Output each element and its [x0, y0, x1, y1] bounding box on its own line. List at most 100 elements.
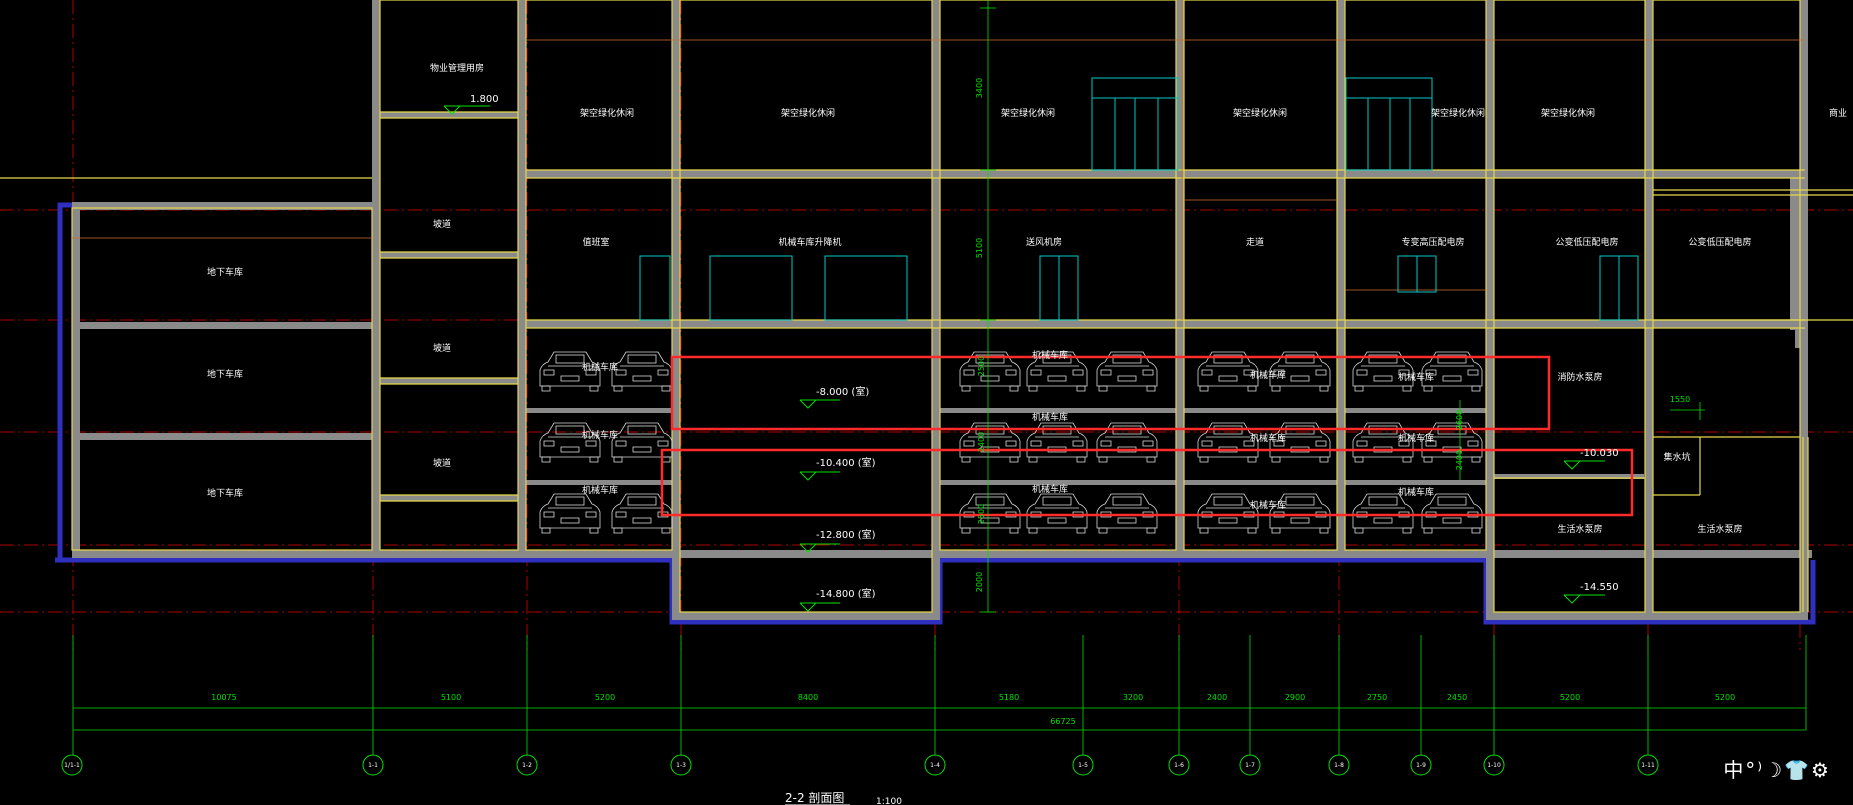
room-label: 送风机房: [1026, 236, 1062, 248]
room-label: 机械车库: [1250, 432, 1286, 444]
dimension-label: 5100: [441, 693, 461, 702]
room-label: 机械车库: [1032, 483, 1068, 495]
dimension-label: 5200: [595, 693, 615, 702]
room-label: 机械车库: [1032, 349, 1068, 361]
elevation-label: -10.030: [1580, 448, 1619, 459]
grid-id-label: 1/1-1: [64, 762, 80, 769]
overall-dimension: 66725: [1050, 717, 1075, 726]
grid-bubble: [1239, 754, 1261, 776]
dimension-label: 2750: [1367, 693, 1387, 702]
room-label: 生活水泵房: [1557, 523, 1602, 535]
grid-bubble: [362, 754, 384, 776]
grid-bubble: [61, 754, 83, 776]
room-label: 地下车库: [207, 266, 243, 278]
structure-fill: [72, 0, 1812, 620]
room-label: 公变低压配电房: [1688, 236, 1751, 248]
vertical-dimension-lines: [980, 0, 1705, 613]
grid-id-label: 1-8: [1334, 762, 1344, 769]
vertical-dimension-label: 2500: [977, 356, 986, 376]
grid-id-label: 1-4: [930, 762, 940, 769]
room-label: 商业: [1829, 107, 1847, 119]
dimension-label: 5200: [1715, 693, 1735, 702]
elevation-label: -14.800 (室): [816, 587, 876, 600]
grid-id-label: 1-2: [522, 762, 532, 769]
room-label: 架空绿化休闲: [781, 107, 835, 119]
grid-id-label: 1-9: [1416, 762, 1426, 769]
ime-status-text[interactable]: 中°⁾☽👕⚙: [1723, 758, 1831, 782]
room-label: 机械车库: [582, 361, 618, 373]
room-label: 机械车库升降机: [778, 236, 841, 248]
drawing-scale: 1:100: [876, 797, 902, 805]
ceiling-lines: [72, 0, 1805, 320]
room-label: 机械车库: [1398, 432, 1434, 444]
room-label: 架空绿化休闲: [1233, 107, 1287, 119]
room-label: 走道: [1246, 236, 1264, 248]
drawing-title: 2-2 剖面图: [785, 791, 844, 805]
grid-bubble: [670, 754, 692, 776]
car-outline: [1026, 493, 1088, 534]
dimension-label: 2900: [1285, 693, 1305, 702]
car-outline: [539, 351, 601, 392]
room-label: 机械车库: [582, 429, 618, 441]
car-outline: [611, 493, 673, 534]
dimension-label: 2450: [1447, 693, 1467, 702]
wall-outlines: [0, 0, 1853, 613]
room-label: 值班室: [582, 236, 609, 248]
room-label: 机械车库: [1032, 411, 1068, 423]
car-outline: [1421, 351, 1483, 392]
room-label: 地下车库: [207, 487, 243, 499]
vertical-dimension-label: 2000: [975, 572, 984, 592]
vertical-dimension-label: 2400: [977, 432, 986, 452]
car-outline: [1096, 351, 1158, 392]
grid-id-label: 1-10: [1487, 762, 1501, 769]
elevation-label: -8.000 (室): [816, 385, 869, 398]
dimension-labels: 10075 5100 5200 8400 5180 3200 2400 2900 2750 245…: [211, 395, 1735, 702]
room-label: 架空绿化休闲: [1541, 107, 1595, 119]
vertical-dimension-label: 2400: [1455, 450, 1464, 470]
room-label: 生活水泵房: [1697, 523, 1742, 535]
grid-id-label: 1-7: [1245, 762, 1255, 769]
dimension-label: 1550: [1670, 395, 1690, 404]
vertical-dimension-label: 2600: [1455, 410, 1464, 430]
grid-id-label: 1-11: [1641, 762, 1655, 769]
room-label: 架空绿化休闲: [1431, 107, 1485, 119]
grid-id-label: 1-1: [368, 762, 378, 769]
grid-id-label: 1-6: [1174, 762, 1184, 769]
dimension-label: 8400: [798, 693, 818, 702]
car-outline: [959, 351, 1021, 392]
room-label: 消防水泵房: [1557, 371, 1602, 383]
room-label: 地下车库: [207, 368, 243, 380]
ime-status-bar[interactable]: 中°⁾☽👕⚙: [1723, 754, 1831, 783]
room-label: 集水坑: [1663, 451, 1690, 463]
grid-bubble: [516, 754, 538, 776]
car-outline: [1421, 422, 1483, 463]
room-label: 机械车库: [1398, 371, 1434, 383]
dimension-label: 3200: [1123, 693, 1143, 702]
highlight-box-lower[interactable]: [660, 448, 1634, 517]
grid-bubble: [924, 754, 946, 776]
highlight-boxes[interactable]: [660, 355, 1634, 517]
grid-bubble: [1328, 754, 1350, 776]
grid-id-label: 1-5: [1078, 762, 1088, 769]
dimension-label: 10075: [211, 693, 236, 702]
elevation-label: -12.800 (室): [816, 528, 876, 541]
vertical-dimension-label: 3400: [975, 78, 984, 98]
highlight-box-upper[interactable]: [670, 355, 1551, 431]
grid-labels: 1/1-1 1-1 1-2 1-3 1-4 1-5 1-6 1-7 1-8 1-9 1-10 1-11: [64, 762, 1655, 769]
equipment-outlines: [639, 77, 1639, 321]
room-label: 机械车库: [1250, 499, 1286, 511]
car-outline: [959, 493, 1021, 534]
room-label: 公变低压配电房: [1555, 236, 1618, 248]
grid-id-label: 1-3: [676, 762, 686, 769]
grid-bubbles: [61, 754, 1659, 776]
room-label: 物业管理用房: [430, 62, 484, 74]
dimension-label: 2400: [1207, 693, 1227, 702]
car-outline: [539, 422, 601, 463]
dimension-label: 5180: [999, 693, 1019, 702]
car-outline: [1197, 493, 1259, 534]
room-label: 机械车库: [582, 484, 618, 496]
room-label: 坡道: [433, 457, 451, 469]
vertical-dimension-label: 2500: [977, 504, 986, 524]
